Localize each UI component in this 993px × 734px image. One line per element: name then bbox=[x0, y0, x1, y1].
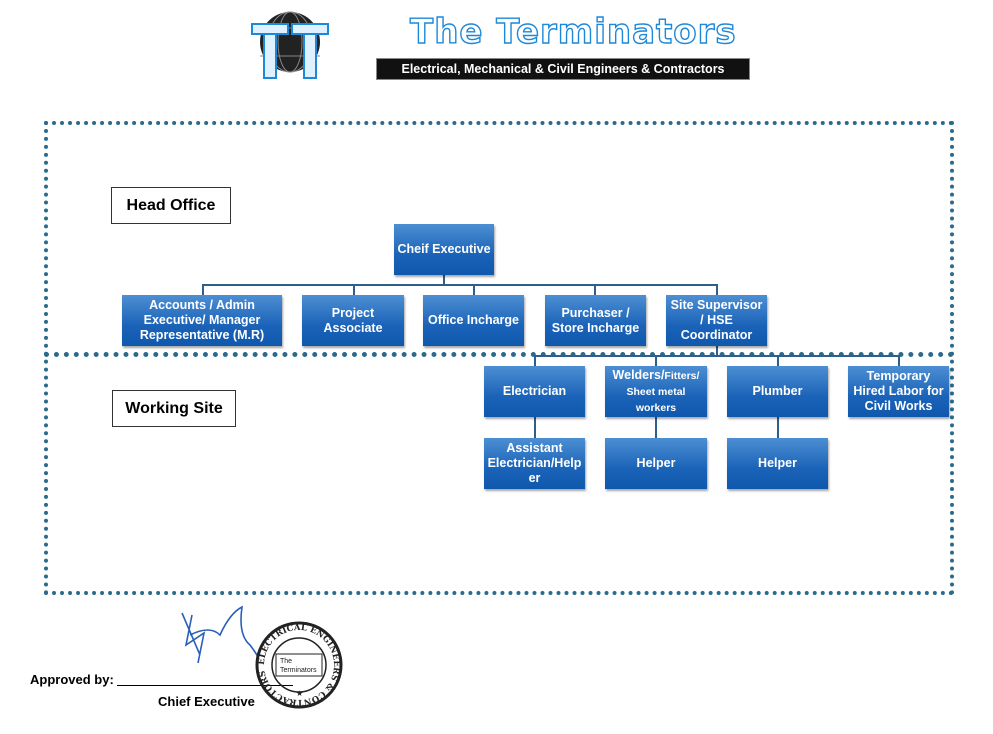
head-office-label: Head Office bbox=[111, 187, 231, 224]
connector bbox=[655, 417, 657, 438]
connector bbox=[534, 355, 899, 357]
signature-line bbox=[116, 685, 293, 686]
approver-title: Chief Executive bbox=[158, 694, 255, 709]
connector bbox=[716, 346, 718, 356]
org-node-purchaser: Purchaser / Store Incharge bbox=[545, 295, 646, 346]
org-node-accounts-admin: Accounts / Admin Executive/ Manager Repr… bbox=[122, 295, 282, 346]
company-name: The Terminators bbox=[409, 11, 737, 52]
connector bbox=[353, 284, 355, 295]
connector bbox=[594, 284, 596, 295]
org-node-electrician: Electrician bbox=[484, 366, 585, 417]
org-node-plumber-helper: Helper bbox=[727, 438, 828, 489]
signature-image bbox=[181, 605, 259, 664]
connector bbox=[777, 417, 779, 438]
working-site-label: Working Site bbox=[112, 390, 236, 427]
approved-by-label: Approved by: bbox=[30, 672, 114, 687]
org-node-project-associate: Project Associate bbox=[302, 295, 404, 346]
connector bbox=[716, 284, 718, 295]
org-node-assistant-electrician: Assistant Electrician/Help er bbox=[484, 438, 585, 489]
connector bbox=[534, 355, 536, 366]
approved-by: Approved by: bbox=[30, 672, 293, 687]
connector bbox=[777, 355, 779, 366]
org-node-plumber: Plumber bbox=[727, 366, 828, 417]
connector bbox=[898, 355, 900, 366]
chart-frame bbox=[44, 121, 954, 595]
org-node-temporary-labor: Temporary Hired Labor for Civil Works bbox=[848, 366, 949, 417]
org-node-chief-executive: Cheif Executive bbox=[394, 224, 494, 275]
org-node-welder-helper: Helper bbox=[605, 438, 707, 489]
connector bbox=[473, 284, 475, 295]
svg-text:Terminators: Terminators bbox=[280, 667, 317, 674]
company-stamp: ELECTRICAL ENGINEERS & CONTRACTORS The T… bbox=[255, 621, 343, 709]
welders-label: Welders/Fitters/ Sheet metal workers bbox=[612, 367, 700, 414]
connector bbox=[534, 417, 536, 438]
svg-text:★: ★ bbox=[296, 689, 303, 698]
connector bbox=[443, 275, 445, 285]
svg-text:The: The bbox=[280, 658, 292, 665]
org-node-office-incharge: Office Incharge bbox=[423, 295, 524, 346]
section-divider bbox=[44, 352, 954, 357]
connector bbox=[655, 355, 657, 366]
connector bbox=[202, 284, 204, 295]
org-node-welders: Welders/Fitters/ Sheet metal workers bbox=[605, 366, 707, 417]
org-node-site-supervisor: Site Supervisor / HSE Coordinator bbox=[666, 295, 767, 346]
tt-globe-logo-icon bbox=[251, 11, 329, 79]
connector bbox=[202, 284, 717, 286]
company-tagline: Electrical, Mechanical & Civil Engineers… bbox=[376, 58, 750, 80]
company-logo: The Terminators Electrical, Mechanical &… bbox=[250, 8, 750, 80]
